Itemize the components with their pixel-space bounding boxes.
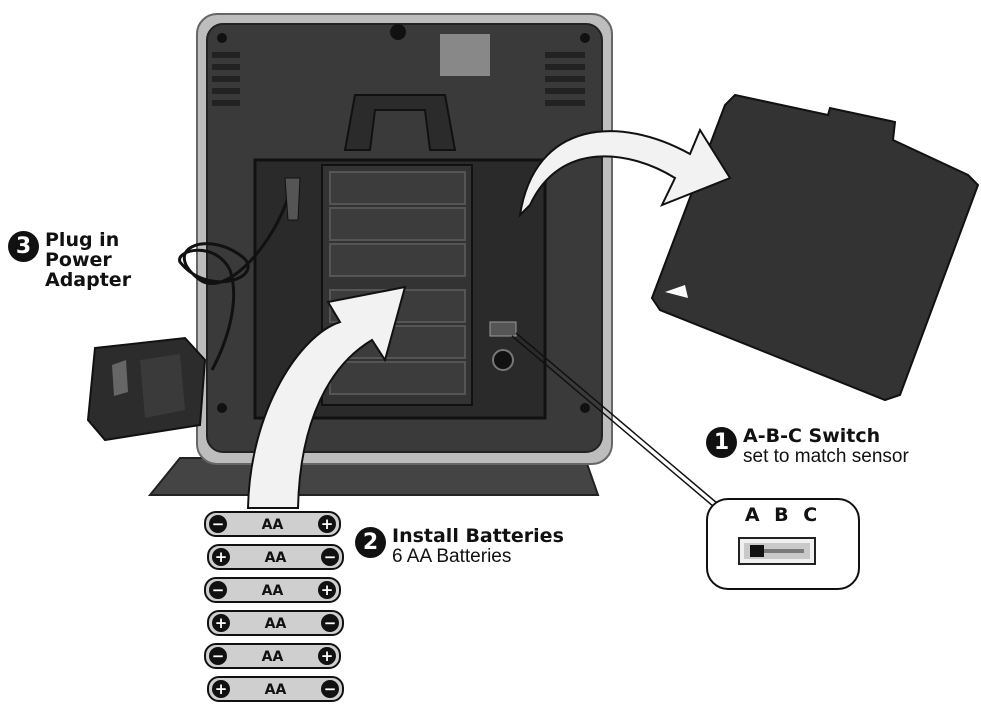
unit-handle — [343, 94, 457, 151]
negative-terminal-icon — [209, 581, 227, 599]
battery-label: AA — [265, 550, 287, 566]
terminal-symbol: + — [215, 614, 228, 632]
battery-label: AA — [262, 583, 284, 599]
step-2-callout: 2 Install Batteries 6 AA Batteries — [355, 525, 564, 567]
step-3-title-line-1: Plug in — [45, 229, 120, 251]
positive-terminal-icon — [318, 647, 336, 665]
step-1-callout: 1 A-B-C Switch set to match sensor — [706, 425, 909, 467]
aa-battery: + − AA — [207, 676, 344, 702]
negative-terminal-icon — [321, 614, 339, 632]
power-cord — [178, 179, 294, 371]
power-adapter — [86, 336, 207, 442]
unit-label-sticker — [440, 34, 490, 76]
remove-cover-arrow — [518, 127, 732, 218]
step-1-subtitle: set to match sensor — [743, 445, 909, 467]
terminal-symbol: + — [321, 647, 334, 665]
terminal-symbol: − — [324, 680, 337, 698]
terminal-symbol: − — [324, 548, 337, 566]
power-jack — [492, 349, 514, 371]
battery-label: AA — [265, 682, 287, 698]
negative-terminal-icon — [209, 647, 227, 665]
battery-label: AA — [262, 517, 284, 533]
step-2-title: Install Batteries — [392, 525, 564, 547]
aa-battery: − + AA — [204, 577, 341, 603]
positive-terminal-icon — [318, 581, 336, 599]
switch-knob — [750, 545, 764, 557]
positive-terminal-icon — [212, 548, 230, 566]
battery-stack: − + AA + − AA − + AA + − AA − + AA + − AA — [204, 511, 344, 702]
step-3-badge: 3 — [8, 231, 39, 262]
switch-track — [738, 537, 816, 565]
terminal-symbol: + — [321, 581, 334, 599]
terminal-symbol: − — [324, 614, 337, 632]
positive-terminal-icon — [212, 614, 230, 632]
step-2-subtitle: 6 AA Batteries — [392, 545, 512, 567]
step-1-title: A-B-C Switch — [743, 425, 881, 447]
aa-battery: − + AA — [204, 511, 341, 537]
battery-label: AA — [262, 649, 284, 665]
step-3-title-line-3: Adapter — [45, 268, 132, 291]
negative-terminal-icon — [209, 515, 227, 533]
vents-left — [212, 52, 240, 106]
battery-slots — [329, 171, 466, 395]
abc-switch-detail: A B C — [706, 498, 860, 590]
terminal-symbol: − — [212, 515, 225, 533]
terminal-symbol: + — [321, 515, 334, 533]
compartment-switch — [489, 321, 517, 337]
step-3-title-line-2: Power — [45, 248, 112, 271]
switch-letters: A B C — [744, 504, 822, 526]
aa-battery: − + AA — [204, 643, 341, 669]
aa-battery: + − AA — [207, 610, 344, 636]
step-2-badge: 2 — [355, 527, 386, 558]
positive-terminal-icon — [318, 515, 336, 533]
terminal-symbol: − — [212, 647, 225, 665]
terminal-symbol: − — [212, 581, 225, 599]
step-3-callout: 3 Plug in Power Adapter — [8, 229, 132, 291]
negative-terminal-icon — [321, 680, 339, 698]
battery-label: AA — [265, 616, 287, 632]
terminal-symbol: + — [215, 548, 228, 566]
positive-terminal-icon — [212, 680, 230, 698]
negative-terminal-icon — [321, 548, 339, 566]
switch-slot — [764, 549, 804, 553]
step-1-badge: 1 — [706, 427, 737, 458]
hanging-hole — [390, 24, 407, 40]
battery-cover — [650, 93, 980, 402]
switch-leader-line — [511, 335, 721, 513]
aa-battery: + − AA — [207, 544, 344, 570]
insert-batteries-arrow — [246, 285, 407, 509]
vents-right — [545, 52, 585, 106]
terminal-symbol: + — [215, 680, 228, 698]
